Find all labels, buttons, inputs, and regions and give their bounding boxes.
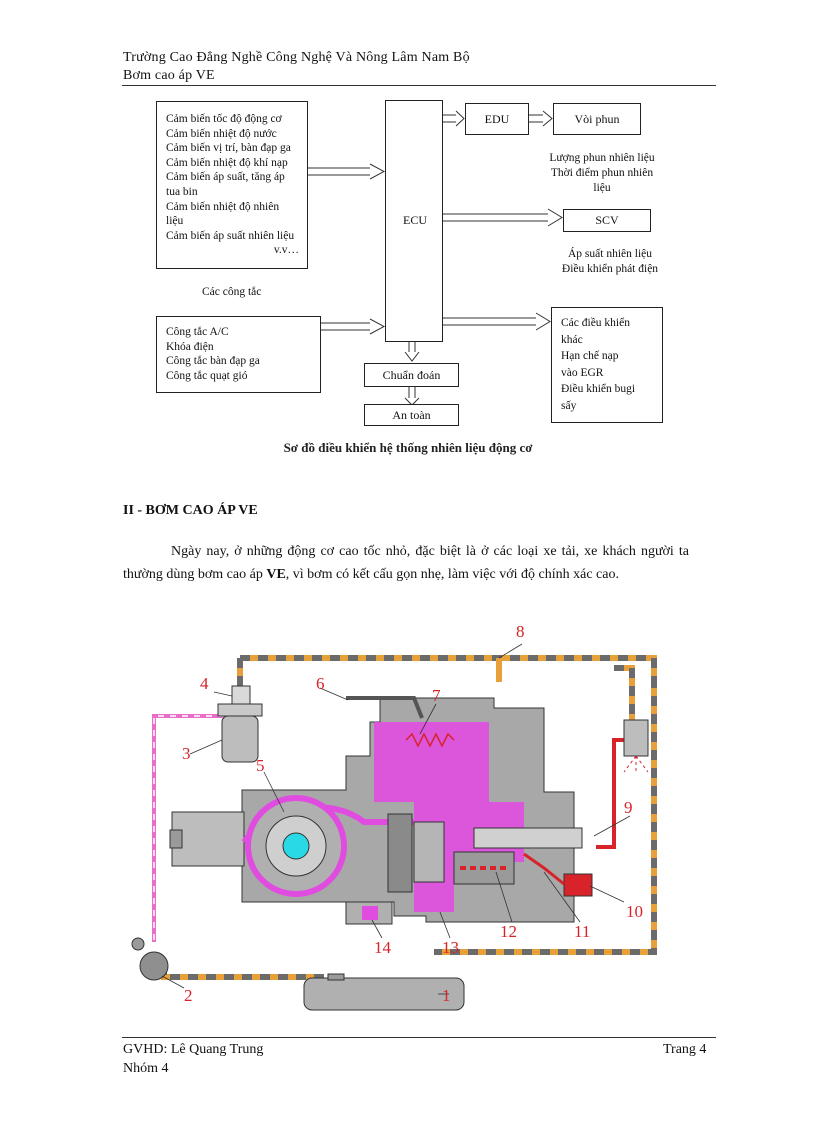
other-control-line: Các điều khiển xyxy=(561,317,630,329)
arrow-edu-injector xyxy=(529,110,553,127)
injection-note: Lượng phun nhiên liệu Thời điểm phun nhi… xyxy=(537,151,667,196)
figure-label-11: 11 xyxy=(574,922,591,941)
figure-label-1: 1 xyxy=(442,986,451,1005)
diagnosis-box: Chuẩn đoán xyxy=(364,363,459,387)
arrow-ecu-other xyxy=(443,312,551,331)
scv-box: SCV xyxy=(563,209,651,232)
figure-label-5: 5 xyxy=(256,756,265,775)
para-bold: VE xyxy=(266,567,286,582)
arrow-ecu-diagnosis xyxy=(404,342,420,362)
arrow-ecu-edu xyxy=(443,110,465,127)
safety-box: An toàn xyxy=(364,404,459,426)
section-heading: II - BƠM CAO ÁP VE xyxy=(123,503,258,518)
other-controls-box: Các điều khiển khác Hạn chế nạp vào EGR … xyxy=(551,307,663,423)
arrow-switches-ecu xyxy=(320,318,386,335)
figure-label-3: 3 xyxy=(182,744,191,763)
figure-label-12: 12 xyxy=(500,922,517,941)
injection-note-line: liệu xyxy=(593,182,611,194)
sensor-item: Cảm biến vị trí, bàn đạp ga xyxy=(166,142,291,155)
figure-label-13: 13 xyxy=(442,938,459,957)
sensor-item: Cảm biến nhiệt độ nước xyxy=(166,127,277,140)
figure-label-8: 8 xyxy=(516,622,525,641)
sensor-item: tua bin xyxy=(166,185,198,198)
other-control-line: sấy xyxy=(561,399,577,412)
sensor-item: Cảm biến nhiệt độ khí nạp xyxy=(166,156,288,169)
other-control-line: Hạn chế nạp xyxy=(561,350,619,363)
sensor-item: liệu xyxy=(166,215,184,228)
ve-pump-illustration xyxy=(124,622,684,1015)
sensor-item: Cảm biến tốc độ động cơ xyxy=(166,113,282,125)
arrow-sensors-ecu xyxy=(307,163,386,180)
ve-pump-figure: 1 2 3 4 5 6 7 8 9 10 11 12 13 14 xyxy=(124,622,684,1015)
section-paragraph: Ngày nay, ở những động cơ cao tốc nhỏ, đ… xyxy=(123,540,689,586)
header-subject: Bơm cao áp VE xyxy=(123,68,215,83)
switches-box: Công tắc A/C Khóa điện Công tắc bàn đạp … xyxy=(156,316,321,393)
switch-item: Công tắc A/C xyxy=(166,326,229,338)
injection-note-line: Thời điểm phun nhiên xyxy=(550,167,654,179)
switches-label: Các công tắc xyxy=(202,286,262,298)
figure-label-6: 6 xyxy=(316,674,325,693)
sensor-item: Cảm biến áp suất nhiên liệu xyxy=(166,229,295,242)
sensor-item: Cảm biến áp suất, tăng áp xyxy=(166,171,285,184)
scv-note: Áp suất nhiên liệu Điều khiển phát điện xyxy=(548,247,672,277)
other-control-line: vào EGR xyxy=(561,366,604,379)
ecu-box: ECU xyxy=(385,100,443,342)
arrow-ecu-scv xyxy=(443,208,563,227)
footer-group: Nhóm 4 xyxy=(123,1061,169,1076)
para-text: Ngày nay, ở những động cơ cao tốc nhỏ, đ… xyxy=(123,544,689,582)
figure-label-2: 2 xyxy=(184,986,193,1005)
sensor-item: Cảm biến nhiệt độ nhiên xyxy=(166,200,280,213)
diagram-caption: Sơ đồ điều khiển hệ thống nhiên liệu độn… xyxy=(283,440,533,455)
footer-instructor: GVHD: Lê Quang Trung xyxy=(123,1042,264,1057)
figure-label-9: 9 xyxy=(624,798,633,817)
diagram-arrows xyxy=(307,110,563,406)
switch-item: Công tắc bàn đạp ga xyxy=(166,355,260,368)
edu-box: EDU xyxy=(465,103,529,135)
figure-label-14: 14 xyxy=(374,938,391,957)
scv-note-line: Điều khiển phát điện xyxy=(561,263,659,275)
arrow-diagnosis-safety xyxy=(404,387,420,406)
sensors-box: Cảm biến tốc độ động cơ Cảm biến nhiệt đ… xyxy=(156,101,308,269)
sensor-item: v.v… xyxy=(273,244,299,257)
ecu-label: ECU xyxy=(403,213,427,227)
header-school: Trường Cao Đẳng Nghề Công Nghệ Và Nông L… xyxy=(123,50,470,65)
other-control-line: khác xyxy=(561,333,583,346)
para-text: , vì bơm có kết cấu gọn nhẹ, làm việc vớ… xyxy=(285,567,619,582)
header-rule xyxy=(122,85,716,86)
figure-label-7: 7 xyxy=(432,686,441,705)
switch-item: Công tắc quạt gió xyxy=(166,369,248,382)
switch-item: Khóa điện xyxy=(166,340,214,353)
injector-box: Vòi phun xyxy=(553,103,641,135)
other-control-line: Điều khiển bugi xyxy=(561,383,636,396)
figure-label-10: 10 xyxy=(626,902,643,921)
figure-label-4: 4 xyxy=(200,674,209,693)
injection-note-line: Lượng phun nhiên liệu xyxy=(549,152,655,164)
scv-note-line: Áp suất nhiên liệu xyxy=(568,248,652,260)
footer-rule xyxy=(122,1037,716,1038)
footer-page-number: Trang 4 xyxy=(663,1042,707,1057)
